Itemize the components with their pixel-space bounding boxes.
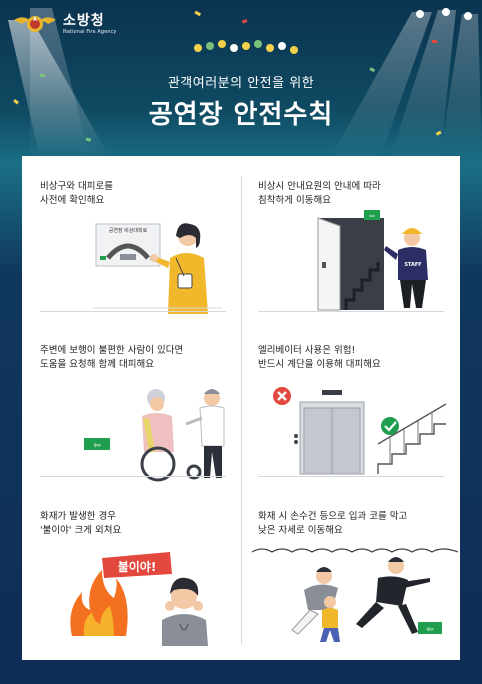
fire-agency-emblem-icon [14,16,56,32]
tip-2-caption: 비상시 안내요원의 안내에 따라 침착하게 이동해요 [258,181,381,206]
fire-icon [70,570,128,636]
poster-subtitle: 관객여러분의 안전을 위한 [167,76,315,91]
tip-3-caption: 주변에 보행이 불편한 사람이 있다면 도움을 요청해 함께 대피해요 [40,345,184,370]
crouch-evacuation-illustration: ⇦ [252,548,458,642]
row-divider [258,476,444,477]
shout-bubble-text: 불이야! [118,559,157,574]
svg-text:⇦: ⇦ [93,441,101,451]
confetti [13,10,442,142]
tip-6-caption: 화재 시 손수건 등으로 입과 코를 막고 낮은 자세로 이동해요 [258,511,408,536]
wheelchair-assist-illustration: ⇦ [84,389,225,482]
logo-subtext: National Fire Agency [63,28,117,35]
row-divider [40,476,226,477]
tip-4-caption: 엘리베이터 사용은 위험! 반드시 계단을 이용해 대피해요 [258,345,381,370]
logo-text: 소방청 [63,12,105,29]
safety-tips-card: 비상구와 대피로를 사전에 확인해요 공연장 비상대피로 비상시 안내요원의 안… [22,156,460,660]
agency-logo: 소방청 National Fire Agency [12,10,116,38]
row-divider [258,311,444,312]
staff-badge: STAFF [404,262,421,268]
elevator-vs-stairs-illustration [273,387,447,475]
staff-guidance-illustration: ⇦ STAFF [317,210,428,311]
evacuation-map-label: 공연장 비상대피로 [109,227,148,234]
row-divider [40,311,226,312]
shout-fire-illustration: 불이야! [70,552,208,646]
tip-1-caption: 비상구와 대피로를 사전에 확인해요 [40,181,113,206]
tip-5-caption: 화재가 발생한 경우 '불이야' 크게 외쳐요 [40,511,122,536]
spotlight-beams [8,8,482,158]
poster-title: 공연장 안전수칙 [148,100,334,130]
svg-text:⇦: ⇦ [426,625,434,635]
column-divider [241,176,242,644]
evacuation-map-illustration: 공연장 비상대피로 [93,223,222,314]
svg-text:⇦: ⇦ [369,212,375,220]
header: 소방청 National Fire Agency 관객여러분의 안전을 위한 공… [0,0,482,158]
use-stairs-icon [381,417,399,435]
